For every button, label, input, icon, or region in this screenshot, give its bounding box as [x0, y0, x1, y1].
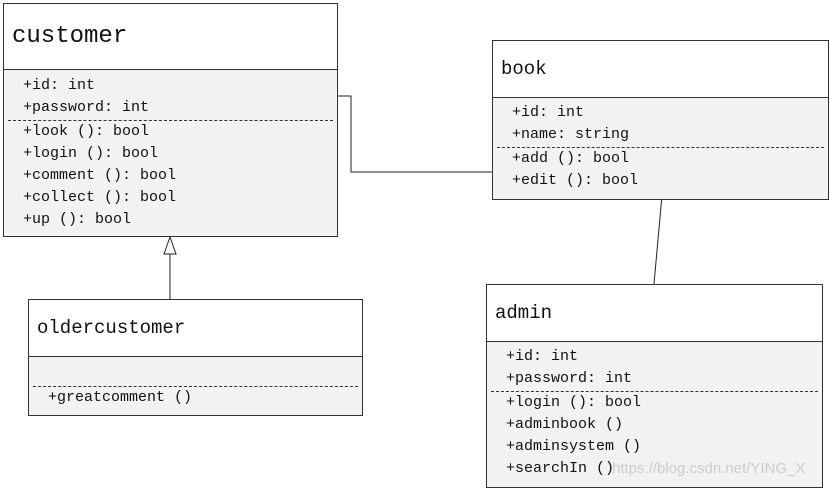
- method: +add (): bool: [512, 150, 630, 167]
- method: +login (): bool: [23, 145, 159, 162]
- class-name: admin: [495, 302, 553, 324]
- method: +collect (): bool: [23, 189, 177, 206]
- association-customer-book: [333, 95, 497, 173]
- class-admin[interactable]: admin +id: int +password: int +login ():…: [486, 284, 823, 488]
- generalization-arrowhead: [163, 235, 177, 255]
- attribute: +id: int: [512, 104, 585, 121]
- class-name: oldercustomer: [37, 317, 186, 339]
- attributes-section: [29, 357, 362, 385]
- method: +up (): bool: [23, 211, 132, 228]
- divider: [8, 120, 333, 121]
- association-book-admin: [653, 194, 663, 285]
- method: +greatcomment (): [48, 389, 193, 406]
- method: +edit (): bool: [512, 172, 639, 189]
- divider: [497, 147, 824, 148]
- class-header: admin: [487, 285, 822, 342]
- method: +login (): bool: [506, 394, 642, 411]
- method: +adminsystem (): [506, 438, 642, 455]
- class-header: customer: [4, 4, 337, 70]
- class-customer[interactable]: customer +id: int +password: int +look (…: [3, 3, 338, 237]
- attribute: +id: int: [506, 348, 579, 365]
- class-oldercustomer[interactable]: oldercustomer +greatcomment (): [28, 299, 363, 416]
- attribute: +password: int: [506, 370, 633, 387]
- divider: [491, 391, 818, 392]
- divider: [33, 386, 358, 387]
- method: +searchIn (): [506, 460, 615, 477]
- class-book[interactable]: book +id: int +name: string +add (): boo…: [492, 40, 829, 200]
- attribute: +name: string: [512, 126, 630, 143]
- method: +adminbook (): [506, 416, 624, 433]
- attribute: +password: int: [23, 99, 150, 116]
- class-name: customer: [12, 23, 128, 50]
- watermark: https://blog.csdn.net/YING_X: [612, 460, 806, 477]
- attribute: +id: int: [23, 77, 96, 94]
- method: +look (): bool: [23, 123, 150, 140]
- class-header: book: [493, 41, 828, 98]
- method: +comment (): bool: [23, 167, 177, 184]
- class-name: book: [501, 58, 547, 80]
- class-header: oldercustomer: [29, 300, 362, 357]
